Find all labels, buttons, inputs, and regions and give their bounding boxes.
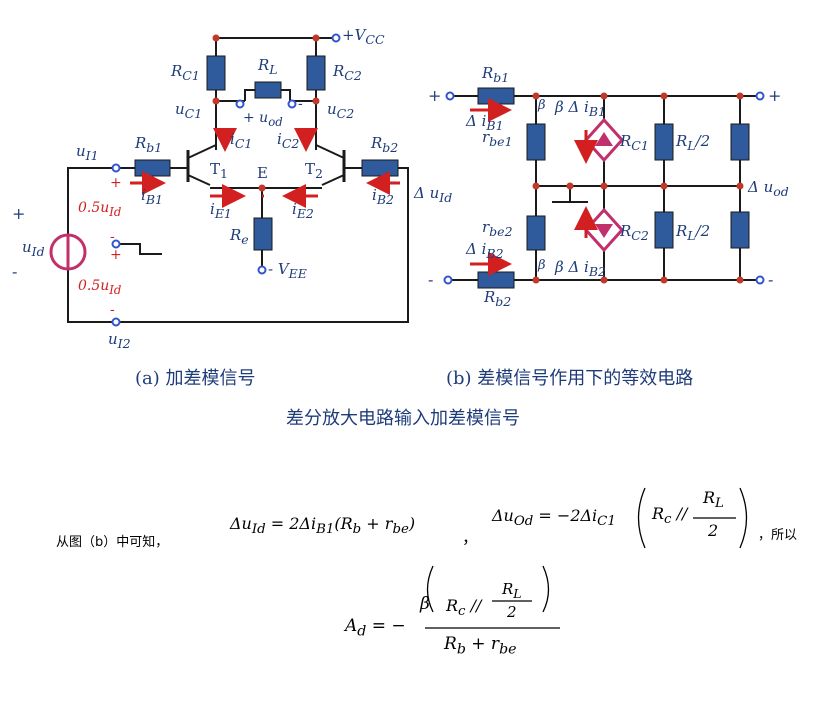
rb2-b-label: Rb2: [484, 288, 512, 309]
formula-ad-den: Rb + rbe: [444, 634, 517, 658]
terminals-a: [111, 33, 341, 327]
beta1-label: β: [538, 98, 546, 113]
re-resistor: [253, 217, 273, 251]
beta-top-label: β Δ iB1: [555, 98, 606, 119]
vcc-label: +VCC: [342, 26, 385, 47]
rl-right-top-resistor: [730, 123, 750, 161]
terminals-b: [443, 91, 765, 285]
figure-title: 差分放大电路输入加差模信号: [286, 408, 520, 429]
uod-label: + uod: [243, 110, 283, 129]
formula-uod-den: 2: [708, 521, 719, 540]
b-left-minus: -: [428, 270, 434, 289]
caption-a: (a) 加差模信号: [135, 368, 256, 389]
rc2-label: RC2: [333, 62, 362, 83]
mid-minus: -: [110, 229, 115, 245]
nodes-a: [212, 34, 320, 192]
current-arrows-a: [130, 128, 400, 208]
e-node-label: E: [257, 164, 268, 182]
rbe2-resistor: [526, 215, 546, 251]
formula-ad-rc: Rc //: [446, 596, 482, 620]
half-uid-top-label: 0.5uId: [78, 200, 122, 219]
rl-half-top-resistor: [654, 123, 674, 161]
beta2-label: β: [538, 258, 546, 273]
beta-bot-label: β Δ iB2: [555, 258, 606, 279]
rbe2-label: rbe2: [482, 218, 513, 239]
rc1-b-label: RC1: [620, 132, 649, 153]
current-arrows-b: [470, 98, 598, 276]
rc2-b-label: RC2: [620, 222, 649, 243]
rc2-resistor: [306, 55, 326, 91]
delta-uid-label: Δ uId: [414, 184, 453, 205]
dib1-left-label: Δ iB1: [466, 112, 504, 133]
re-label: Re: [230, 226, 249, 247]
so-text: ，所以: [758, 528, 798, 543]
dib2-left-label: Δ iB2: [466, 240, 504, 261]
rl-label: RL: [258, 56, 278, 77]
formula-lines: [425, 487, 748, 629]
b-left-plus: +: [428, 86, 442, 105]
voltage-source: [49, 233, 87, 271]
t1-label: T1: [210, 160, 228, 181]
resistors-a: [134, 55, 399, 251]
mid-plus: +: [110, 247, 122, 263]
uid-label: uId: [22, 238, 45, 259]
b-right-minus: -: [768, 270, 774, 289]
top-plus: +: [110, 175, 122, 191]
comma-text: ，: [462, 528, 479, 547]
rl-half-top-label: RL/2: [676, 132, 711, 153]
formula-ad-lhs: Ad = −: [345, 616, 406, 640]
uod-minus-label: -: [298, 96, 303, 112]
uc1-label: uC1: [175, 100, 203, 121]
rb2-label: Rb2: [371, 134, 399, 155]
rbe1-label: rbe1: [482, 128, 513, 149]
ui1-label: uI1: [76, 142, 99, 163]
rl-right-bot-resistor: [730, 211, 750, 249]
ib2-label: iB2: [372, 186, 394, 207]
uc2-label: uC2: [327, 100, 355, 121]
half-uid-bot-label: 0.5uId: [78, 278, 122, 297]
source-minus: -: [12, 262, 18, 281]
circuit-a: [67, 37, 409, 323]
formula-ad-beta: β: [420, 594, 430, 614]
t2-label: T2: [305, 160, 323, 181]
vee-label: - VEE: [268, 260, 307, 281]
intro-text: 从图（b）中可知，: [56, 535, 169, 550]
formula-uod: ΔuOd = −2ΔiC1: [492, 506, 616, 530]
ie1-label: iE1: [210, 200, 232, 221]
b-right-plus: +: [768, 86, 782, 105]
bot-minus: -: [110, 302, 115, 318]
delta-uod-label: Δ uod: [748, 178, 789, 199]
rl-half-bot-label: RL/2: [676, 222, 711, 243]
formula-ad-den2: 2: [507, 603, 517, 621]
formula-ad-num: RL: [502, 580, 522, 601]
resistors-b: [477, 87, 750, 289]
rc1-label: RC1: [171, 62, 200, 83]
ie2-label: iE2: [292, 200, 314, 221]
caption-b: (b) 差模信号作用下的等效电路: [446, 368, 694, 389]
rb1-label: Rb1: [135, 134, 163, 155]
formula-uod-paren: Rc //: [652, 504, 688, 528]
formula-uod-num: RL: [703, 488, 724, 512]
ui2-label: uI2: [108, 330, 131, 351]
rl-half-bot-resistor: [654, 211, 674, 249]
formula-uid: ΔuId = 2ΔiB1(Rb + rbe): [230, 514, 416, 538]
ic2-label: iC2: [277, 130, 300, 151]
rl-resistor: [254, 81, 282, 99]
ib1-label: iB1: [141, 186, 163, 207]
rbe1-resistor: [526, 123, 546, 161]
source-plus: +: [12, 204, 26, 223]
nodes-b: [532, 92, 744, 284]
ic1-label: iC1: [230, 130, 253, 151]
rc1-resistor: [206, 55, 226, 91]
rb1-b-label: Rb1: [482, 64, 510, 85]
